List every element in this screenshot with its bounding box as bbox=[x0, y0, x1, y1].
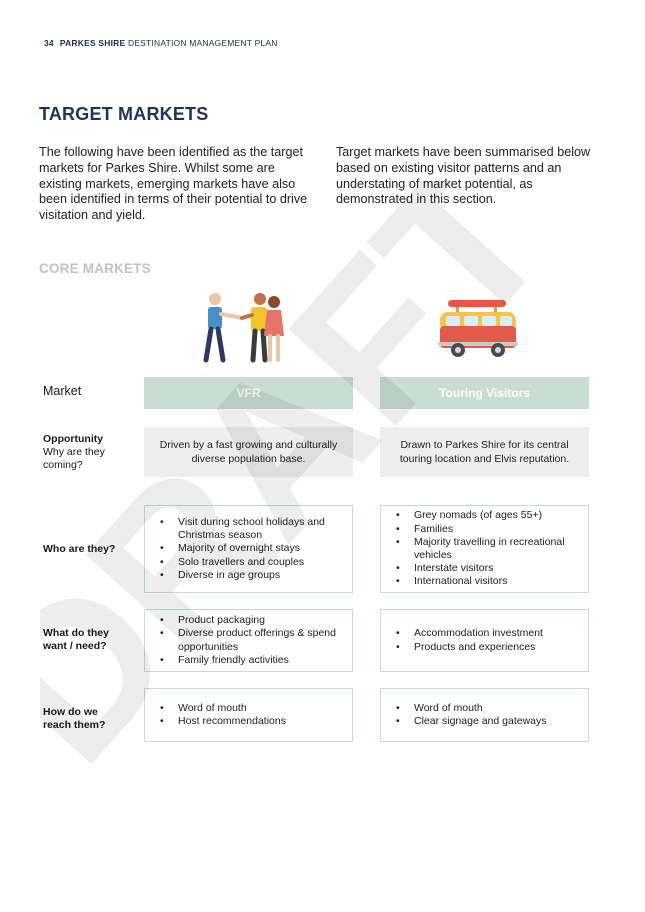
list-item: Majority of overnight stays bbox=[160, 542, 352, 555]
reach-box-vfr: Word of mouth Host recommendations bbox=[144, 688, 353, 742]
list-item: Products and experiences bbox=[396, 641, 543, 654]
list-item: Families bbox=[396, 523, 588, 536]
intro-left: The following have been identified as th… bbox=[39, 145, 308, 223]
list-item: Word of mouth bbox=[396, 702, 547, 715]
header-doc-title: DESTINATION MANAGEMENT PLAN bbox=[127, 38, 278, 48]
camper-van-icon bbox=[438, 300, 518, 357]
list-item: Product packaging bbox=[160, 614, 352, 627]
list-item: Host recommendations bbox=[160, 715, 286, 728]
list-item: Grey nomads (of ages 55+) bbox=[396, 509, 588, 522]
row-label-opportunity: Opportunity bbox=[43, 433, 104, 445]
reach-box-touring: Word of mouth Clear signage and gateways bbox=[380, 688, 589, 742]
row-label-market: Market bbox=[43, 384, 82, 398]
market-header-vfr: VFR bbox=[144, 377, 353, 409]
list-item: Visit during school holidays and Christm… bbox=[160, 516, 352, 542]
row-label-opportunity-sub: Why are they coming? bbox=[43, 446, 105, 471]
want-box-touring: Accommodation investment Products and ex… bbox=[380, 609, 589, 672]
opportunity-vfr: Driven by a fast growing and culturally … bbox=[144, 427, 353, 477]
row-label-reach: How do we reach them? bbox=[43, 706, 106, 731]
list-item: Word of mouth bbox=[160, 702, 286, 715]
page-number: 34 bbox=[44, 38, 54, 48]
who-box-vfr: Visit during school holidays and Christm… bbox=[144, 505, 353, 593]
market-header-touring: Touring Visitors bbox=[380, 377, 589, 409]
want-box-vfr: Product packaging Diverse product offeri… bbox=[144, 609, 353, 672]
list-item: Clear signage and gateways bbox=[396, 715, 546, 728]
list-item: Accommodation investment bbox=[396, 627, 543, 640]
list-item: Interstate visitors bbox=[396, 562, 588, 575]
intro-right: Target markets have been summarised belo… bbox=[336, 145, 591, 207]
list-item: Solo travellers and couples bbox=[160, 556, 352, 569]
row-label-want: What do they want / need? bbox=[43, 627, 109, 652]
list-item: Diverse product offerings & spend opport… bbox=[160, 627, 352, 653]
row-label-who: Who are they? bbox=[43, 543, 116, 555]
page-header: 34 PARKES SHIRE DESTINATION MANAGEMENT PL… bbox=[44, 38, 278, 48]
list-item: Family friendly activities bbox=[160, 654, 352, 667]
section-label: CORE MARKETS bbox=[39, 261, 151, 276]
list-item: International visitors bbox=[396, 575, 588, 588]
people-group-icon bbox=[203, 293, 284, 363]
list-item: Diverse in age groups bbox=[160, 569, 352, 582]
opportunity-touring: Drawn to Parkes Shire for its central to… bbox=[380, 427, 589, 477]
list-item: Majority travelling in recreational vehi… bbox=[396, 536, 588, 562]
header-brand: PARKES SHIRE bbox=[59, 38, 126, 48]
who-box-touring: Grey nomads (of ages 55+) Families Major… bbox=[380, 505, 589, 593]
page-title: TARGET MARKETS bbox=[39, 104, 209, 124]
